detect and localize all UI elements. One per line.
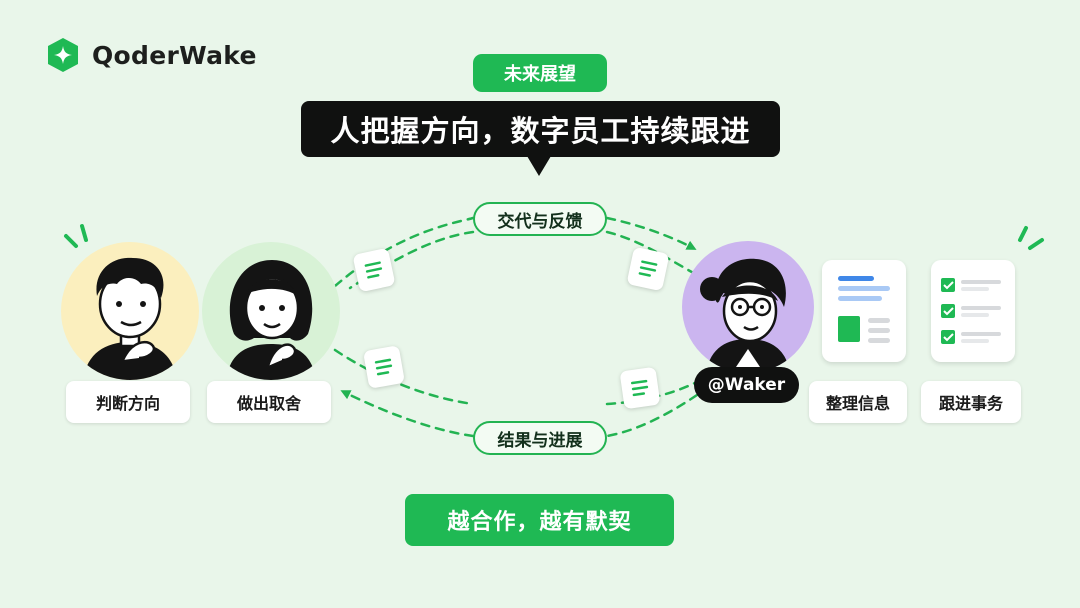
flow-label-results: 结果与进展 [473,421,607,455]
arrow-to-humans [605,393,699,438]
person-illustration-icon [226,260,316,380]
brand-name: QoderWake [92,40,257,70]
note-icon [626,246,670,292]
document-icon [822,260,906,362]
speech-bubble-tail [527,156,551,176]
human-role-label: 做出取舍 [207,381,331,423]
note-icon [362,345,406,389]
note-icon [352,247,396,293]
person-illustration-icon [83,257,177,380]
human-role-label: 判断方向 [66,381,190,423]
note-icon [619,366,661,410]
brand-logo: QoderWake [44,36,257,74]
checklist-icon [931,260,1015,362]
agent-handle-badge: @Waker [694,367,799,403]
digital-worker-illustration-icon [700,258,790,373]
arrow-to-agent [333,216,475,288]
avatar-human-thinking [61,242,199,380]
headline: 人把握方向，数字员工持续跟进 [301,101,780,157]
qoder-logo-icon [48,38,78,72]
task-label: 整理信息 [809,381,907,423]
avatar-human-deciding [202,242,340,380]
avatar-agent-waker [682,241,814,373]
section-tag: 未来展望 [473,54,607,92]
flow-label-feedback: 交代与反馈 [473,202,607,236]
task-label: 跟进事务 [921,381,1021,423]
footer-tagline: 越合作，越有默契 [405,494,674,546]
